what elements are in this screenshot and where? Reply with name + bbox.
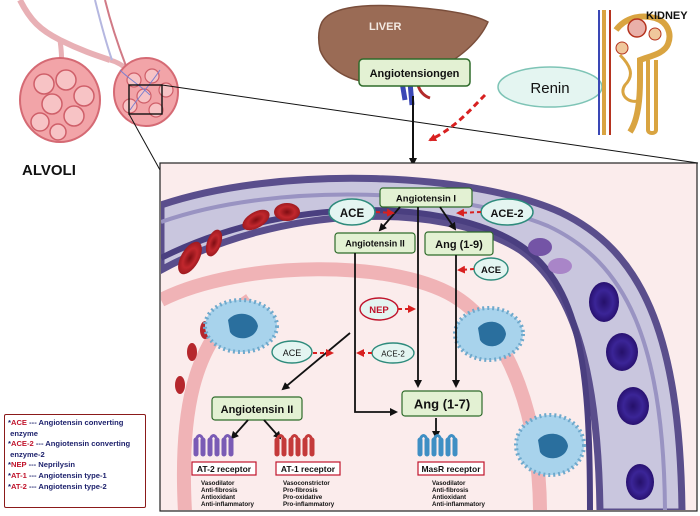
zoom-line-right bbox=[161, 84, 699, 164]
renin-arrow bbox=[428, 93, 487, 142]
at2-receptor-label: AT-2 receptor bbox=[197, 464, 252, 474]
liver-label: LIVER bbox=[369, 21, 401, 33]
ang-1-9-box bbox=[424, 231, 494, 256]
legend-key: ACE-2 bbox=[10, 439, 34, 449]
legend-text-cont: enzyme bbox=[10, 428, 38, 438]
at1-effect: Pro-inflammatory bbox=[283, 501, 335, 508]
liver-illustration bbox=[317, 4, 489, 106]
angiotensin-ii-lower-box bbox=[211, 396, 303, 421]
at1-effect: Pro-oxidative bbox=[283, 494, 323, 501]
at2-receptor-box bbox=[191, 461, 257, 476]
masr-receptor-icon bbox=[417, 434, 458, 457]
legend-text: --- Angiotensin type-2 bbox=[29, 481, 107, 491]
masr-effect: Anti-inflammatory bbox=[432, 501, 486, 508]
legend-item-cont: enzyme-2 bbox=[8, 450, 142, 461]
ang-1-7-label: Ang (1-7) bbox=[414, 397, 470, 412]
masr-effect: Anti-fibrosis bbox=[432, 487, 469, 494]
kidney-label: KIDNEY bbox=[646, 10, 688, 22]
ace-mid-ellipse bbox=[271, 340, 313, 364]
at2-effect: Antioxidant bbox=[201, 494, 235, 501]
at2-receptor-icon bbox=[193, 434, 234, 457]
legend-key: AT-1 bbox=[10, 470, 27, 480]
ace-mid-label: ACE bbox=[283, 348, 302, 358]
ace2-mid-label: ACE-2 bbox=[381, 350, 405, 359]
at1-effect: Vasoconstrictor bbox=[283, 480, 330, 487]
renin-label: Renin bbox=[530, 80, 569, 97]
legend-item: *NEP --- Neprilysin bbox=[8, 460, 75, 470]
angiotensin-i-box bbox=[379, 187, 473, 208]
ace-top-label: ACE bbox=[340, 208, 365, 220]
legend-item: *ACE-2 --- Angiotensin converting bbox=[8, 439, 131, 449]
ace2-top-label: ACE-2 bbox=[490, 208, 523, 220]
masr-effect: Antioxidant bbox=[432, 494, 466, 501]
legend-text: --- Angiotensin type-1 bbox=[29, 470, 107, 480]
angiotensin-ii-inner-box bbox=[334, 232, 416, 254]
ang-1-7-box bbox=[401, 390, 483, 417]
kidney-illustration bbox=[598, 10, 673, 135]
angiotensinogen-label: Angiotensiongen bbox=[370, 68, 460, 80]
angiotensinogen-box bbox=[358, 58, 471, 87]
pathway-arrows bbox=[230, 206, 482, 440]
legend-key: AT-2 bbox=[10, 481, 27, 491]
at1-receptor-box bbox=[275, 461, 341, 476]
angiotensin-i-label: Angiotensin I bbox=[396, 194, 456, 205]
alveoli-illustration bbox=[17, 0, 179, 143]
masr-effect: Vasodilator bbox=[432, 480, 466, 487]
legend-item: *AT-2 --- Angiotensin type-2 bbox=[8, 481, 107, 491]
ace-right-label: ACE bbox=[481, 265, 501, 276]
legend-text: --- Angiotensin converting bbox=[35, 439, 131, 449]
ace-top-ellipse bbox=[328, 198, 376, 226]
at1-receptor-label: AT-1 receptor bbox=[281, 464, 336, 474]
at1-effect: Pro-fibrosis bbox=[283, 487, 318, 494]
legend-text: --- Angiotensin converting bbox=[29, 418, 124, 427]
masr-receptor-label: MasR receptor bbox=[421, 464, 481, 474]
nep-label: NEP bbox=[369, 305, 389, 316]
angiotensin-ii-inner-label: Angiotensin II bbox=[345, 239, 405, 249]
legend-key: NEP bbox=[10, 460, 27, 470]
legend-text-cont: enzyme-2 bbox=[10, 449, 45, 459]
legend-item-cont: enzyme bbox=[8, 429, 142, 440]
at2-effect: Vasodilator bbox=[201, 480, 235, 487]
zoom-line-left bbox=[128, 113, 161, 171]
at2-effect: Anti-fibrosis bbox=[201, 487, 238, 494]
at1-receptor-icon bbox=[274, 434, 315, 457]
ang-1-9-label: Ang (1-9) bbox=[435, 239, 483, 251]
legend-item: *AT-1 --- Angiotensin type-1 bbox=[8, 470, 107, 480]
abbreviation-legend: *ACE --- Angiotensin converting enzyme *… bbox=[4, 414, 146, 508]
blood-vessel-illustration bbox=[161, 174, 686, 510]
legend-text: --- Neprilysin bbox=[28, 460, 75, 470]
legend-key: ACE bbox=[10, 418, 28, 427]
masr-receptor-box bbox=[417, 461, 485, 476]
legend-item: *ACE --- Angiotensin converting bbox=[8, 418, 124, 427]
at2-effect: Anti-inflammatory bbox=[201, 501, 255, 508]
alveoli-label: ALVOLI bbox=[22, 162, 76, 179]
angiotensin-ii-lower-label: Angiotensin II bbox=[221, 404, 294, 416]
